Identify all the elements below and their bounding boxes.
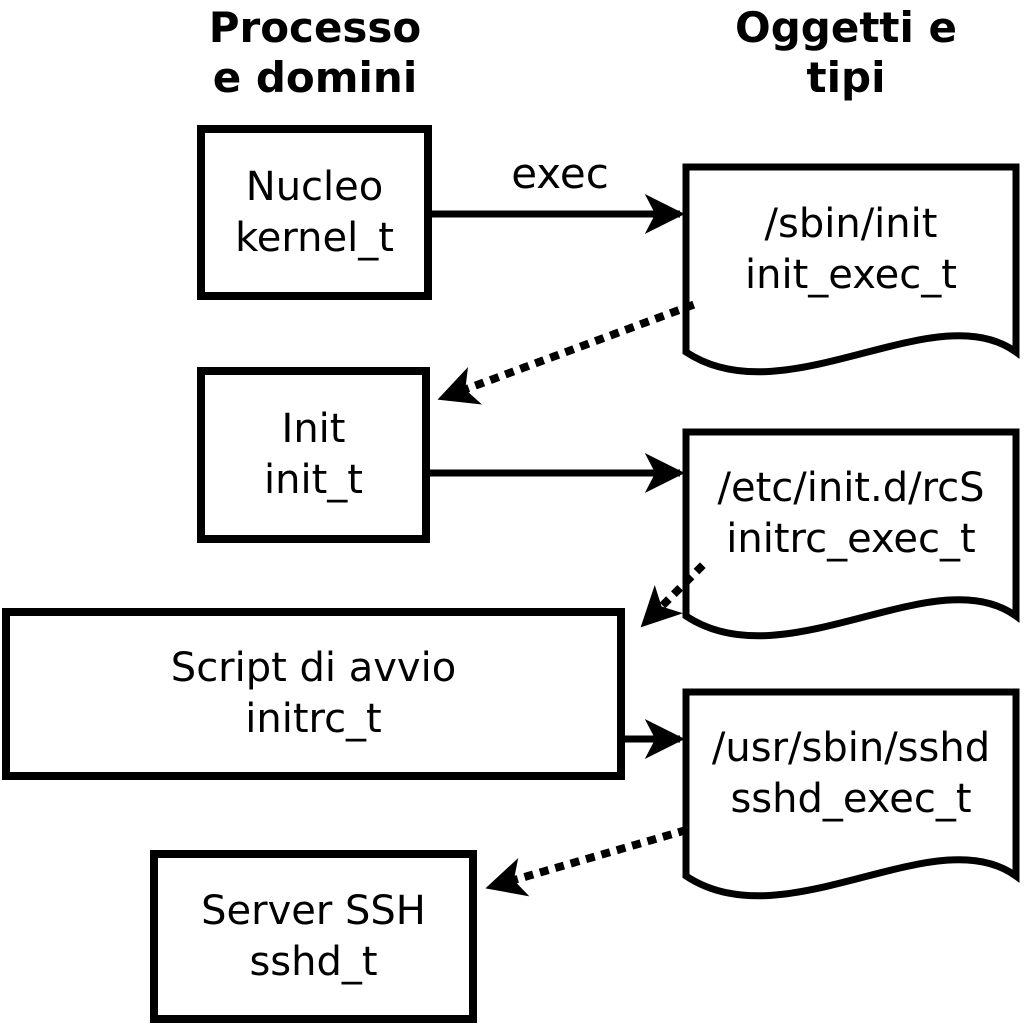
file-path: /etc/init.d/rcS xyxy=(717,464,985,511)
document-label-sbin-init: /sbin/init init_exec_t xyxy=(690,172,1012,327)
column-header-objects-line1: Oggetti e xyxy=(735,3,957,52)
process-box-ssh-server: Server SSH sshd_t xyxy=(150,850,477,1023)
domain-type: initrc_t xyxy=(245,696,382,742)
dotted-arrow-transition-to-initrc-domain xyxy=(638,562,706,630)
file-type: initrc_exec_t xyxy=(726,515,976,562)
file-path: /sbin/init xyxy=(764,200,938,247)
process-box-kernel: Nucleo kernel_t xyxy=(197,125,432,300)
process-name: Server SSH xyxy=(201,887,426,934)
domain-type: sshd_t xyxy=(249,938,378,985)
dotted-arrow-transition-to-sshd-domain xyxy=(485,826,688,897)
column-header-processes-line2: e domini xyxy=(212,53,418,102)
file-type: init_exec_t xyxy=(745,251,957,298)
process-box-startup-script: Script di avvio initrc_t xyxy=(2,608,625,780)
dotted-arrow-transition-to-init-domain xyxy=(436,300,696,405)
document-label-etc-initd-rcs: /etc/init.d/rcS initrc_exec_t xyxy=(690,436,1012,591)
column-header-processes-line1: Processo xyxy=(208,3,422,52)
domain-type: kernel_t xyxy=(235,214,394,261)
document-shape-usr-sbin-sshd xyxy=(682,688,1020,900)
exec-arrow-label: exec xyxy=(511,149,609,198)
process-name: Script di avvio xyxy=(170,645,457,691)
column-header-objects: Oggetti e tipi xyxy=(656,3,1024,103)
column-header-objects-line2: tipi xyxy=(806,53,886,102)
domain-type: init_t xyxy=(264,457,363,503)
document-shape-sbin-init xyxy=(682,163,1020,376)
column-header-processes: Processo e domini xyxy=(110,3,520,103)
document-shape-etc-initd-rcs xyxy=(682,428,1020,640)
process-box-init: Init init_t xyxy=(197,367,430,543)
file-path: /usr/sbin/sshd xyxy=(711,724,991,771)
process-name: Init xyxy=(281,406,346,452)
file-type: sshd_exec_t xyxy=(730,775,972,822)
process-name: Nucleo xyxy=(245,163,384,210)
document-label-usr-sbin-sshd: /usr/sbin/sshd sshd_exec_t xyxy=(690,696,1012,851)
